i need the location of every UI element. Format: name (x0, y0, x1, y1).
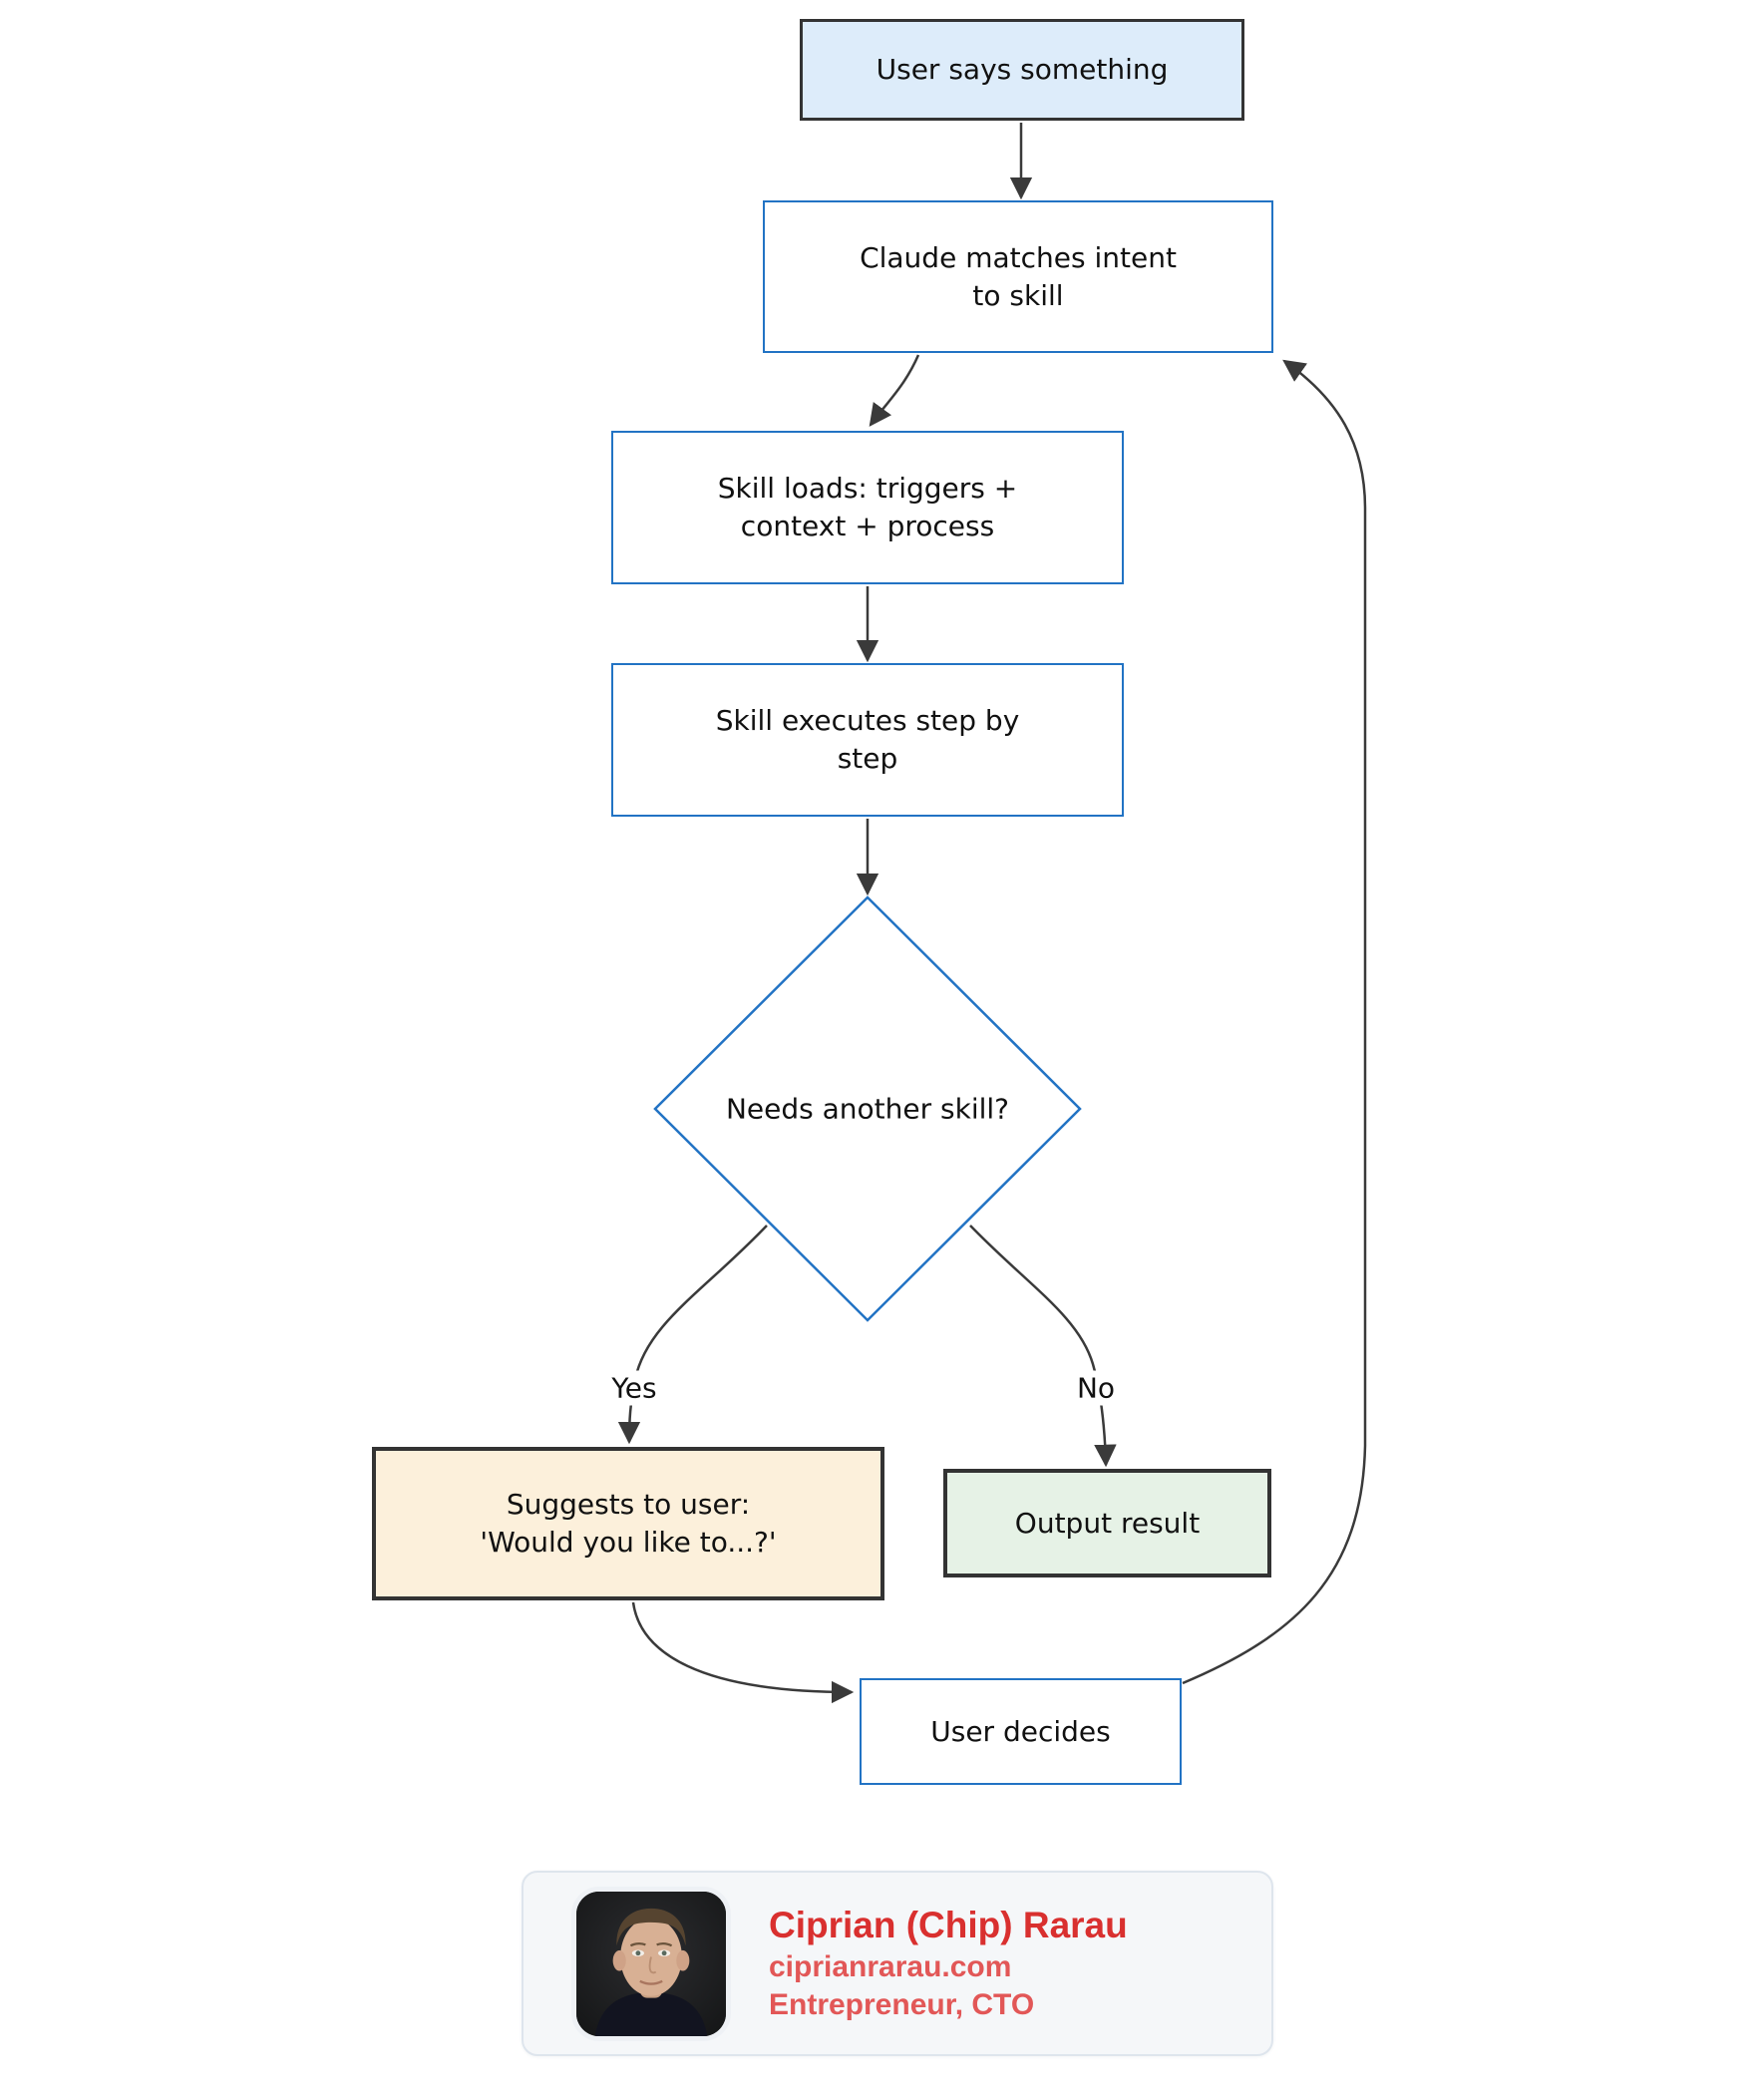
edge-label-no: No (1070, 1370, 1122, 1406)
author-info: Ciprian (Chip) Rarau ciprianrarau.com En… (769, 1903, 1128, 2024)
node-skill-loads-line2: context + process (740, 510, 995, 542)
node-skill-loads-line1: Skill loads: triggers + (717, 472, 1018, 505)
edge-claude-to-skill-loads (869, 354, 920, 427)
node-skill-executes-line1: Skill executes step by (715, 704, 1020, 737)
edge-label-yes: Yes (605, 1370, 663, 1406)
edge-decision-yes-to-suggests (617, 1225, 768, 1445)
author-website-link[interactable]: ciprianrarau.com (769, 1950, 1012, 1983)
node-user-decides-label: User decides (930, 1714, 1111, 1748)
node-output-result: Output result (943, 1469, 1271, 1577)
node-output-result-label: Output result (1014, 1506, 1201, 1540)
node-claude-matches-line2: to skill (972, 278, 1064, 312)
node-skill-executes-line2: step (837, 742, 898, 775)
node-user-says: User says something (800, 19, 1244, 121)
decision-diamond-shape (653, 895, 1082, 1322)
edge-suggests-to-user-decides (631, 1601, 855, 1704)
node-claude-matches-line1: Claude matches intent (860, 240, 1177, 274)
node-claude-matches-intent: Claude matches intent to skill (763, 200, 1273, 353)
node-suggests-to-user: Suggests to user: 'Would you like to...?… (372, 1447, 884, 1600)
node-skill-executes: Skill executes step by step (611, 663, 1124, 817)
author-role: Entrepreneur, CTO (769, 1988, 1035, 2021)
node-suggests-line1: Suggests to user: (506, 1488, 751, 1521)
node-user-says-label: User says something (876, 53, 1169, 86)
edge-decision-no-to-output (969, 1225, 1117, 1468)
avatar-photo (576, 1891, 726, 2036)
node-user-decides: User decides (860, 1678, 1182, 1785)
node-suggests-line2: 'Would you like to...?' (480, 1526, 777, 1559)
node-skill-loads: Skill loads: triggers + context + proces… (611, 431, 1124, 584)
node-needs-another-skill-label: Needs another skill? (725, 1092, 1010, 1126)
avatar (571, 1886, 731, 2041)
edge-user-decides-loop-to-claude (1182, 359, 1367, 1685)
author-name: Ciprian (Chip) Rarau (769, 1905, 1128, 1945)
author-card: Ciprian (Chip) Rarau ciprianrarau.com En… (522, 1871, 1273, 2056)
